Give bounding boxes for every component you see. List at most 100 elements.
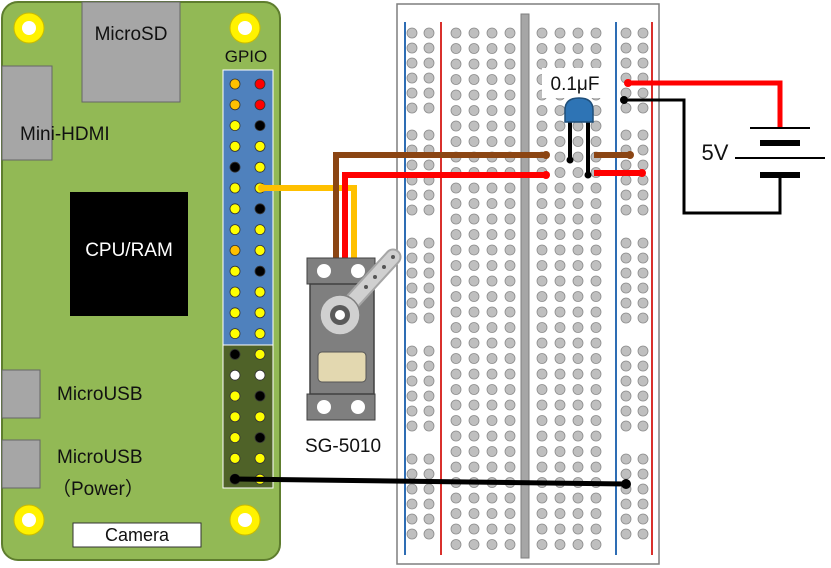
breadboard-hole bbox=[590, 306, 602, 318]
rail-hole bbox=[637, 390, 649, 402]
breadboard-hole bbox=[536, 430, 548, 442]
breadboard-hole bbox=[554, 291, 566, 302]
breadboard-hole bbox=[554, 399, 566, 411]
raspberry-pi-board: MicroSD Mini-HDMI CPU/RAM MicroUSB Micro… bbox=[1, 1, 281, 561]
servo-horn bbox=[319, 248, 402, 336]
breadboard-hole bbox=[450, 539, 462, 550]
breadboard-hole bbox=[572, 322, 584, 333]
rail-hole bbox=[637, 405, 649, 417]
breadboard-hole bbox=[572, 508, 584, 519]
rail-hole bbox=[637, 87, 649, 99]
rail-hole bbox=[406, 498, 418, 510]
breadboard-hole bbox=[468, 27, 480, 39]
servo-sticker bbox=[317, 351, 367, 383]
wire-end-dot bbox=[638, 169, 646, 177]
breadboard-hole bbox=[468, 43, 480, 54]
breadboard-hole bbox=[450, 384, 462, 395]
rail-hole bbox=[637, 282, 649, 294]
breadboard-hole bbox=[450, 120, 462, 132]
gpio-pin bbox=[254, 411, 266, 423]
breadboard-hole bbox=[486, 461, 498, 473]
rail-hole bbox=[637, 204, 649, 216]
gpio-pin bbox=[229, 78, 241, 90]
rail-hole bbox=[406, 468, 418, 480]
breadboard-hole bbox=[504, 291, 516, 302]
microusb-power-port bbox=[1, 439, 41, 489]
wire-end-dot bbox=[230, 474, 240, 484]
breadboard-hole bbox=[572, 492, 584, 504]
gpio-pin bbox=[229, 348, 241, 360]
breadboard-hole bbox=[536, 523, 548, 535]
breadboard-hole bbox=[536, 368, 548, 380]
rail-hole bbox=[637, 42, 649, 54]
rail-hole bbox=[620, 237, 632, 249]
breadboard-hole bbox=[450, 415, 462, 426]
breadboard-hole bbox=[554, 384, 566, 395]
breadboard-hole bbox=[554, 337, 566, 349]
gpio-pin bbox=[229, 182, 241, 194]
gpio-pin bbox=[229, 99, 241, 111]
rail-hole bbox=[637, 528, 649, 540]
breadboard-hole bbox=[590, 508, 602, 519]
breadboard-hole bbox=[504, 27, 516, 39]
breadboard-hole bbox=[536, 461, 548, 473]
rail-hole bbox=[423, 498, 435, 510]
breadboard-hole bbox=[504, 229, 516, 240]
rail-hole bbox=[423, 282, 435, 294]
breadboard-hole bbox=[504, 492, 516, 504]
breadboard-hole bbox=[450, 43, 462, 54]
rail-hole bbox=[423, 204, 435, 216]
wire-end-dot bbox=[626, 151, 634, 159]
rail-hole bbox=[637, 498, 649, 510]
rail-hole bbox=[637, 483, 649, 495]
breadboard-hole bbox=[468, 322, 480, 333]
capacitor-lead-end bbox=[566, 156, 574, 164]
gpio-pin bbox=[254, 452, 266, 464]
breadboard-hole bbox=[504, 275, 516, 287]
rail-hole bbox=[637, 420, 649, 432]
breadboard-hole bbox=[572, 353, 584, 364]
breadboard-hole bbox=[590, 198, 602, 209]
breadboard-hole bbox=[468, 415, 480, 426]
rail-hole bbox=[620, 513, 632, 525]
gpio-pins bbox=[229, 78, 266, 485]
breadboard-hole bbox=[486, 415, 498, 426]
mounting-hole bbox=[13, 12, 45, 44]
mounting-hole bbox=[229, 12, 261, 44]
breadboard-hole bbox=[450, 306, 462, 318]
breadboard-hole bbox=[536, 492, 548, 504]
breadboard-hole bbox=[590, 244, 602, 256]
servo-model-label: SG-5010 bbox=[305, 436, 381, 457]
breadboard-hole bbox=[450, 260, 462, 271]
rail-hole bbox=[406, 282, 418, 294]
rail-hole bbox=[620, 375, 632, 387]
breadboard-hole bbox=[590, 523, 602, 535]
breadboard-hole bbox=[572, 167, 584, 178]
breadboard-hole bbox=[468, 430, 480, 442]
rail-hole bbox=[423, 252, 435, 264]
breadboard-hole bbox=[486, 58, 498, 70]
gpio-pin bbox=[229, 328, 241, 340]
breadboard-hole bbox=[536, 120, 548, 132]
breadboard-hole bbox=[504, 120, 516, 132]
gpio-pin bbox=[229, 140, 241, 152]
breadboard-hole bbox=[536, 229, 548, 240]
breadboard-hole bbox=[554, 182, 566, 194]
breadboard-hole bbox=[468, 384, 480, 395]
rail-hole bbox=[406, 252, 418, 264]
breadboard-hole bbox=[504, 446, 516, 457]
rail-hole bbox=[423, 87, 435, 99]
rail-hole bbox=[637, 345, 649, 357]
wires bbox=[234, 80, 783, 487]
breadboard-hole bbox=[572, 58, 584, 70]
rail-hole bbox=[423, 360, 435, 372]
gpio-pin bbox=[229, 161, 241, 173]
breadboard-hole bbox=[590, 213, 602, 225]
rail-hole bbox=[637, 159, 649, 171]
rail-hole bbox=[406, 312, 418, 324]
breadboard-hole bbox=[504, 353, 516, 364]
rail-hole bbox=[406, 483, 418, 495]
breadboard-hole bbox=[536, 539, 548, 550]
gpio-pin bbox=[254, 99, 266, 111]
